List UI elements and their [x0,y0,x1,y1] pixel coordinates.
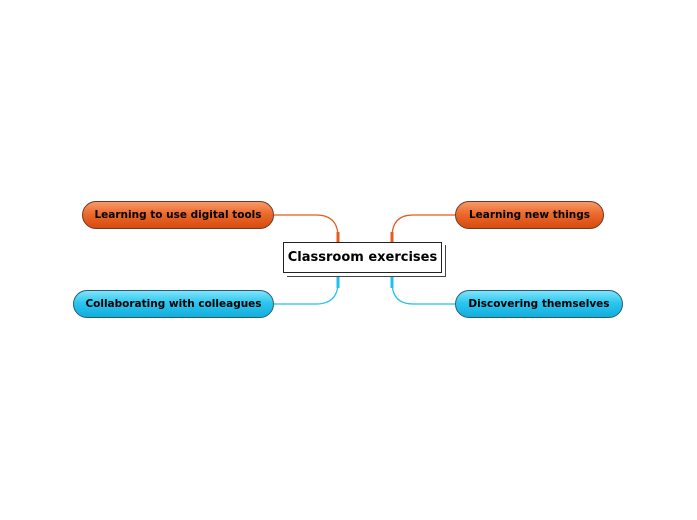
topic-label: Learning to use digital tools [94,209,262,221]
central-topic-label: Classroom exercises [287,250,438,265]
topic-collaborating-with-colleagues[interactable]: Collaborating with colleagues [73,290,274,318]
topic-label: Collaborating with colleagues [85,298,262,310]
central-topic[interactable]: Classroom exercises [283,242,442,273]
connector-learning-new-things [391,214,455,244]
topic-discovering-themselves[interactable]: Discovering themselves [455,290,623,318]
connector-collaborating [274,274,339,305]
connector-discovering [391,274,455,305]
topic-learning-digital-tools[interactable]: Learning to use digital tools [82,201,274,229]
topic-label: Learning new things [468,209,591,221]
topic-learning-new-things[interactable]: Learning new things [455,201,604,229]
connector-learning-digital-tools [274,214,339,244]
topic-label: Discovering themselves [468,298,610,310]
